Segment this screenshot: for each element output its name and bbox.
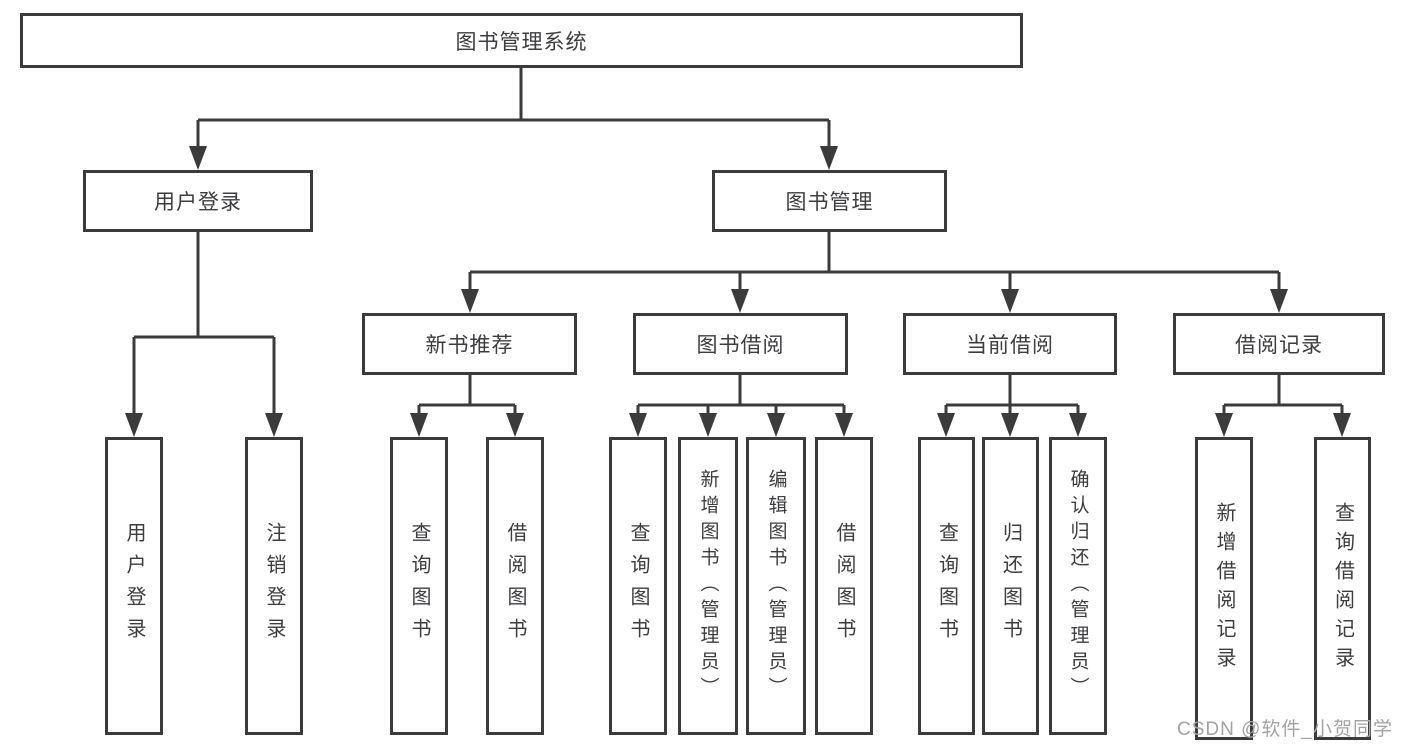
node-new-book-recommend: 新书推荐	[362, 313, 577, 375]
leaf-borrow-query-book: 查询图书	[609, 437, 667, 735]
leaf-edit-book-admin: 编辑图书（管理员）	[746, 437, 806, 735]
node-current-borrow-label: 当前借阅	[966, 334, 1054, 357]
node-book-management: 图书管理	[712, 170, 947, 232]
node-book-management-label: 图书管理	[785, 191, 874, 214]
leaf-current-query-book-label: 查询图书	[935, 522, 958, 650]
leaf-return-book-label: 归还图书	[999, 522, 1022, 650]
leaf-add-book-admin-label: 新增图书（管理员）	[697, 469, 719, 703]
leaf-recommend-borrow-book: 借阅图书	[486, 437, 544, 735]
leaf-add-borrow-record-label: 新增借阅记录	[1213, 501, 1235, 676]
leaf-edit-book-admin-label: 编辑图书（管理员）	[765, 469, 787, 703]
leaf-current-query-book: 查询图书	[918, 437, 975, 735]
leaf-confirm-return-admin: 确认归还（管理员）	[1049, 437, 1107, 735]
leaf-borrow-book: 借阅图书	[815, 437, 873, 735]
leaf-logout-label: 注销登录	[263, 522, 285, 650]
node-current-borrow: 当前借阅	[903, 313, 1117, 375]
leaf-confirm-return-admin-label: 确认归还（管理员）	[1067, 469, 1089, 703]
node-borrow-record-label: 借阅记录	[1235, 334, 1323, 357]
node-book-borrow-label: 图书借阅	[696, 334, 785, 357]
leaf-recommend-query-book-label: 查询图书	[408, 522, 430, 650]
node-root: 图书管理系统	[20, 13, 1023, 68]
csdn-watermark: CSDN @软件_小贺同学	[1177, 719, 1393, 740]
node-user-login: 用户登录	[83, 170, 313, 232]
leaf-add-book-admin: 新增图书（管理员）	[678, 437, 738, 735]
leaf-user-login-label: 用户登录	[123, 522, 145, 650]
node-new-book-recommend-label: 新书推荐	[425, 334, 514, 357]
leaf-query-borrow-record-label: 查询借阅记录	[1331, 501, 1354, 676]
leaf-return-book: 归还图书	[982, 437, 1039, 735]
leaf-query-borrow-record: 查询借阅记录	[1314, 437, 1371, 740]
node-user-login-label: 用户登录	[154, 191, 242, 214]
leaf-borrow-book-label: 借阅图书	[833, 522, 855, 650]
leaf-logout: 注销登录	[245, 437, 303, 735]
leaf-add-borrow-record: 新增借阅记录	[1195, 437, 1253, 740]
leaf-recommend-borrow-book-label: 借阅图书	[504, 522, 526, 650]
node-root-label: 图书管理系统	[455, 30, 588, 54]
leaf-user-login: 用户登录	[105, 437, 163, 735]
leaf-borrow-query-book-label: 查询图书	[627, 522, 649, 650]
node-book-borrow: 图书借阅	[633, 313, 848, 375]
node-borrow-record: 借阅记录	[1173, 313, 1385, 375]
leaf-recommend-query-book: 查询图书	[390, 437, 448, 735]
